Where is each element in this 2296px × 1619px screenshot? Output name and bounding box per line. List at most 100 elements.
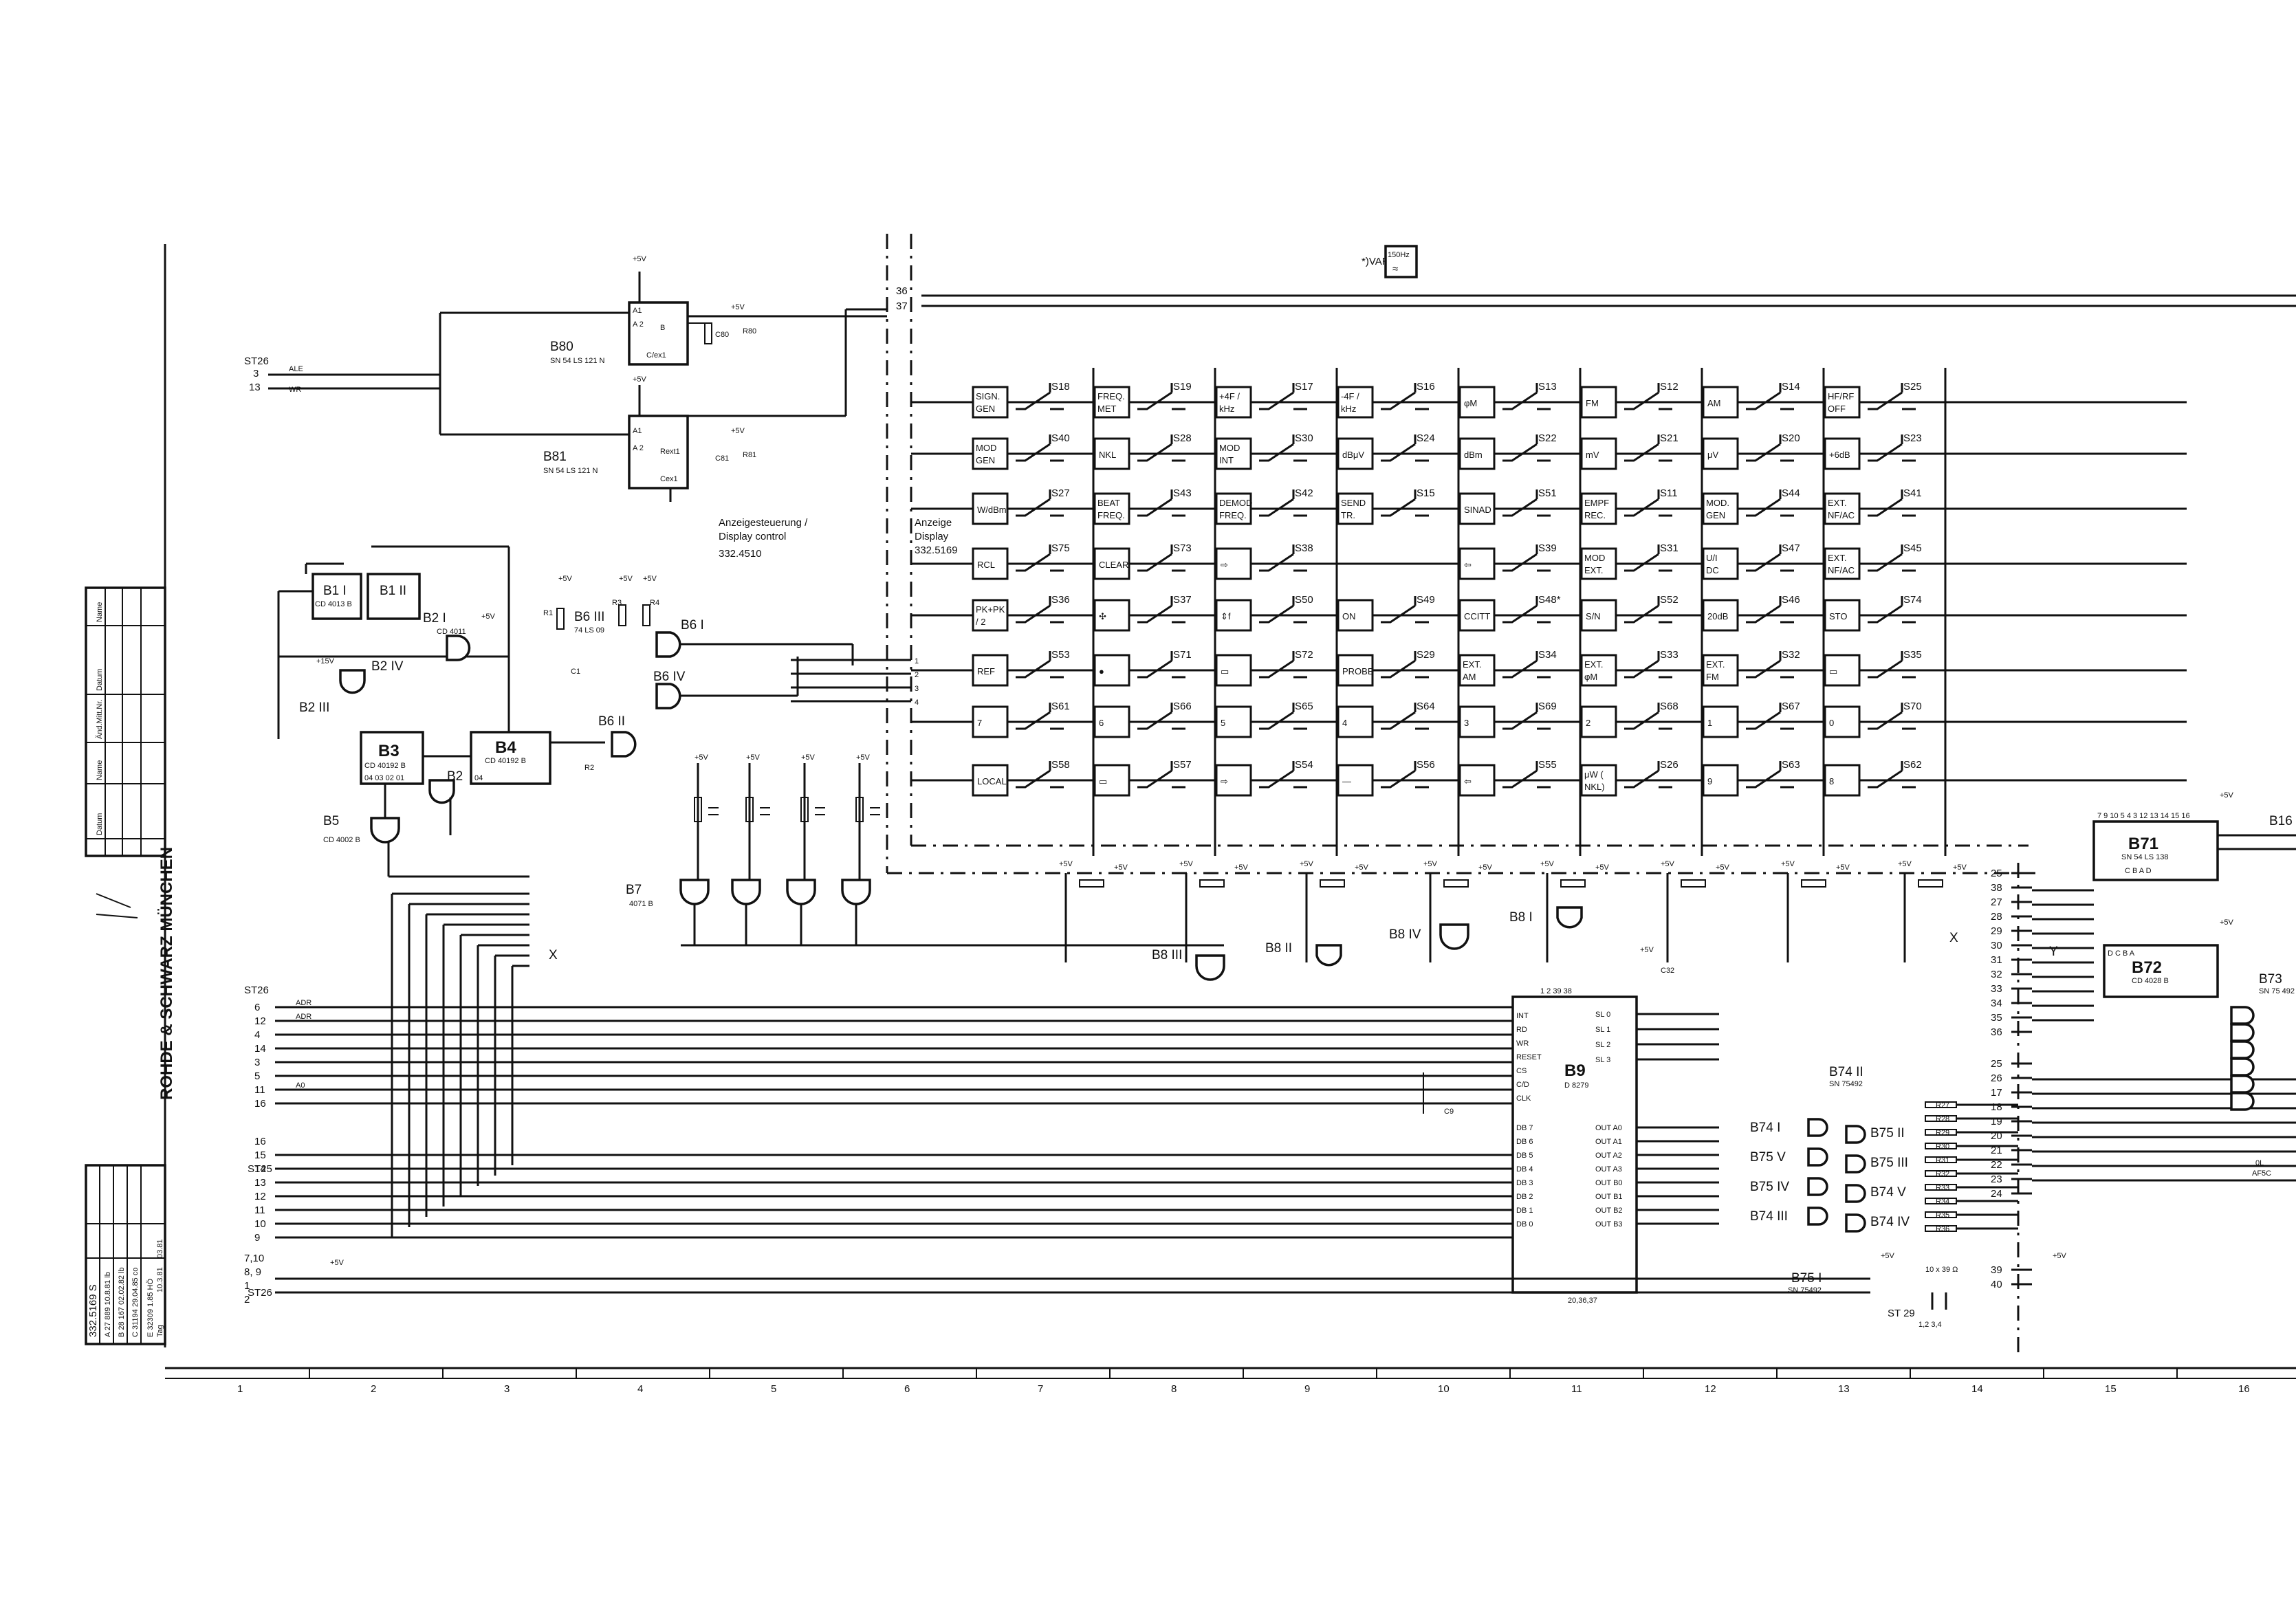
key-cap <box>972 654 1009 687</box>
b72-chip <box>2103 944 2219 998</box>
key-switch <box>1624 651 1672 679</box>
switch-label: S51 <box>1538 487 1557 499</box>
b71-name: B71 <box>2128 835 2158 853</box>
switch-label: S52 <box>1660 594 1679 606</box>
switch-label: S64 <box>1417 701 1435 712</box>
key-cap <box>1580 599 1617 632</box>
b75-type: SN 75492 <box>1788 1286 1822 1295</box>
b1-type: CD 4013 B <box>315 600 352 608</box>
connector-pin: 24 <box>1991 1188 2002 1200</box>
key-switch <box>1746 383 1794 410</box>
connector-pin: 31 <box>1991 954 2002 966</box>
grid-number: 4 <box>637 1383 643 1395</box>
key-cap <box>1215 492 1252 525</box>
key-label: FM <box>1706 672 1719 682</box>
b72-type: CD 4028 B <box>2132 977 2169 985</box>
key-switch <box>1016 651 1064 679</box>
key-cap <box>1215 547 1252 580</box>
switch-label: S49 <box>1417 594 1435 606</box>
grid-number: 3 <box>504 1383 510 1395</box>
switch-label: S17 <box>1295 381 1313 393</box>
display-control-label-1: Display control <box>719 531 786 542</box>
b9-left-pin: C/D <box>1516 1081 1529 1089</box>
connector-pin: 34 <box>1991 998 2002 1009</box>
svg-text:1 2 39 38: 1 2 39 38 <box>1540 987 1572 995</box>
key-switch <box>1624 544 1672 572</box>
driver-name: B74 IV <box>1870 1215 1910 1229</box>
b9-left-pin: DB 6 <box>1516 1138 1533 1146</box>
key-switch <box>1746 651 1794 679</box>
pullup-power: +5V <box>1478 863 1493 872</box>
key-switch <box>1502 434 1551 462</box>
switch-label: S70 <box>1903 701 1922 712</box>
b9-right-pin: SL 3 <box>1595 1056 1610 1064</box>
key-label: φM <box>1584 672 1597 682</box>
driver-gate <box>1807 1177 1828 1196</box>
pullup-resistor <box>1199 879 1225 888</box>
key-switch <box>1502 544 1551 572</box>
title-block: ROHDE & SCHWARZ MÜNCHEN 332.5169 S Name … <box>85 244 176 1347</box>
driver-name: B75 IV <box>1750 1180 1789 1194</box>
key-label: GEN <box>976 455 995 465</box>
key-label: ⇦ <box>1464 776 1472 786</box>
bus-pin: 7,10 <box>244 1253 264 1264</box>
pullup-power: +5V <box>1114 863 1128 872</box>
b4-name: B4 <box>495 738 516 757</box>
key-switch <box>1868 651 1916 679</box>
switch-label: S73 <box>1173 542 1192 554</box>
svg-text:7 9 10 5 4 3 12 13 14: 7 9 10 5 4 3 12 13 14 15 16 <box>2097 812 2190 820</box>
key-cap <box>1093 764 1130 797</box>
key-label: ▭ <box>1221 666 1229 676</box>
b80-type: SN 54 LS 121 N <box>550 357 605 365</box>
switch-label: S31 <box>1660 542 1679 554</box>
pullup-power: +5V <box>1423 860 1438 868</box>
key-label: MOD <box>976 443 996 453</box>
key-label: 7 <box>977 718 982 728</box>
svg-text:4: 4 <box>915 698 919 707</box>
b9-left-pin: DB 0 <box>1516 1220 1533 1229</box>
driver-name: B75 III <box>1870 1156 1908 1170</box>
svg-text:R81: R81 <box>743 451 756 459</box>
switch-label: S15 <box>1417 487 1435 499</box>
rev-b: B 28 167 02.02.82 lb <box>118 1267 126 1337</box>
key-switch <box>1016 761 1064 789</box>
svg-text:≈: ≈ <box>1392 263 1398 275</box>
key-switch <box>1381 651 1429 679</box>
st26-pin-1: 13 <box>249 382 261 393</box>
b9-left-pin: RESET <box>1516 1053 1542 1061</box>
b80-name: B80 <box>550 340 573 354</box>
key-switch <box>1381 703 1429 730</box>
switch-label: S41 <box>1903 487 1922 499</box>
pullup-power: +5V <box>1716 863 1730 872</box>
grid-number: 6 <box>904 1383 910 1395</box>
bus-pin: 4 <box>254 1029 260 1041</box>
grid-number: 8 <box>1171 1383 1177 1395</box>
key-label: S/N <box>1586 611 1601 621</box>
bus-pin: 16 <box>254 1098 266 1110</box>
b9-left-pin: DB 3 <box>1516 1179 1533 1187</box>
key-switch <box>1502 703 1551 730</box>
b4-type: CD 40192 B <box>485 757 526 765</box>
svg-text:C B A D: C B A D <box>2125 867 2152 875</box>
key-cap <box>1702 492 1739 525</box>
pullup-power: +5V <box>1179 860 1194 868</box>
b9-right-pin: SL 1 <box>1595 1026 1610 1034</box>
switch-label: S50 <box>1295 594 1313 606</box>
sidebar-label-3: Name <box>96 760 104 780</box>
switch-label: S39 <box>1538 542 1557 554</box>
connector-pin: 30 <box>1991 940 2002 951</box>
b81r-power: +5V <box>731 427 745 435</box>
b6-n4: B6 II <box>598 714 625 729</box>
key-label: SEND <box>1341 498 1366 508</box>
key-switch <box>1259 651 1307 679</box>
key-switch <box>1381 383 1429 410</box>
st29-pins: 1,2 3,4 <box>1918 1321 1942 1329</box>
connector-pin: 39 <box>1991 1264 2002 1276</box>
svg-text:R2: R2 <box>584 764 594 772</box>
key-label: SINAD <box>1464 505 1491 515</box>
key-label: EMPF <box>1584 498 1609 508</box>
key-cap <box>1824 386 1861 419</box>
key-cap <box>1824 599 1861 632</box>
svg-text:37: 37 <box>896 300 908 312</box>
key-label: FREQ. <box>1097 510 1125 520</box>
